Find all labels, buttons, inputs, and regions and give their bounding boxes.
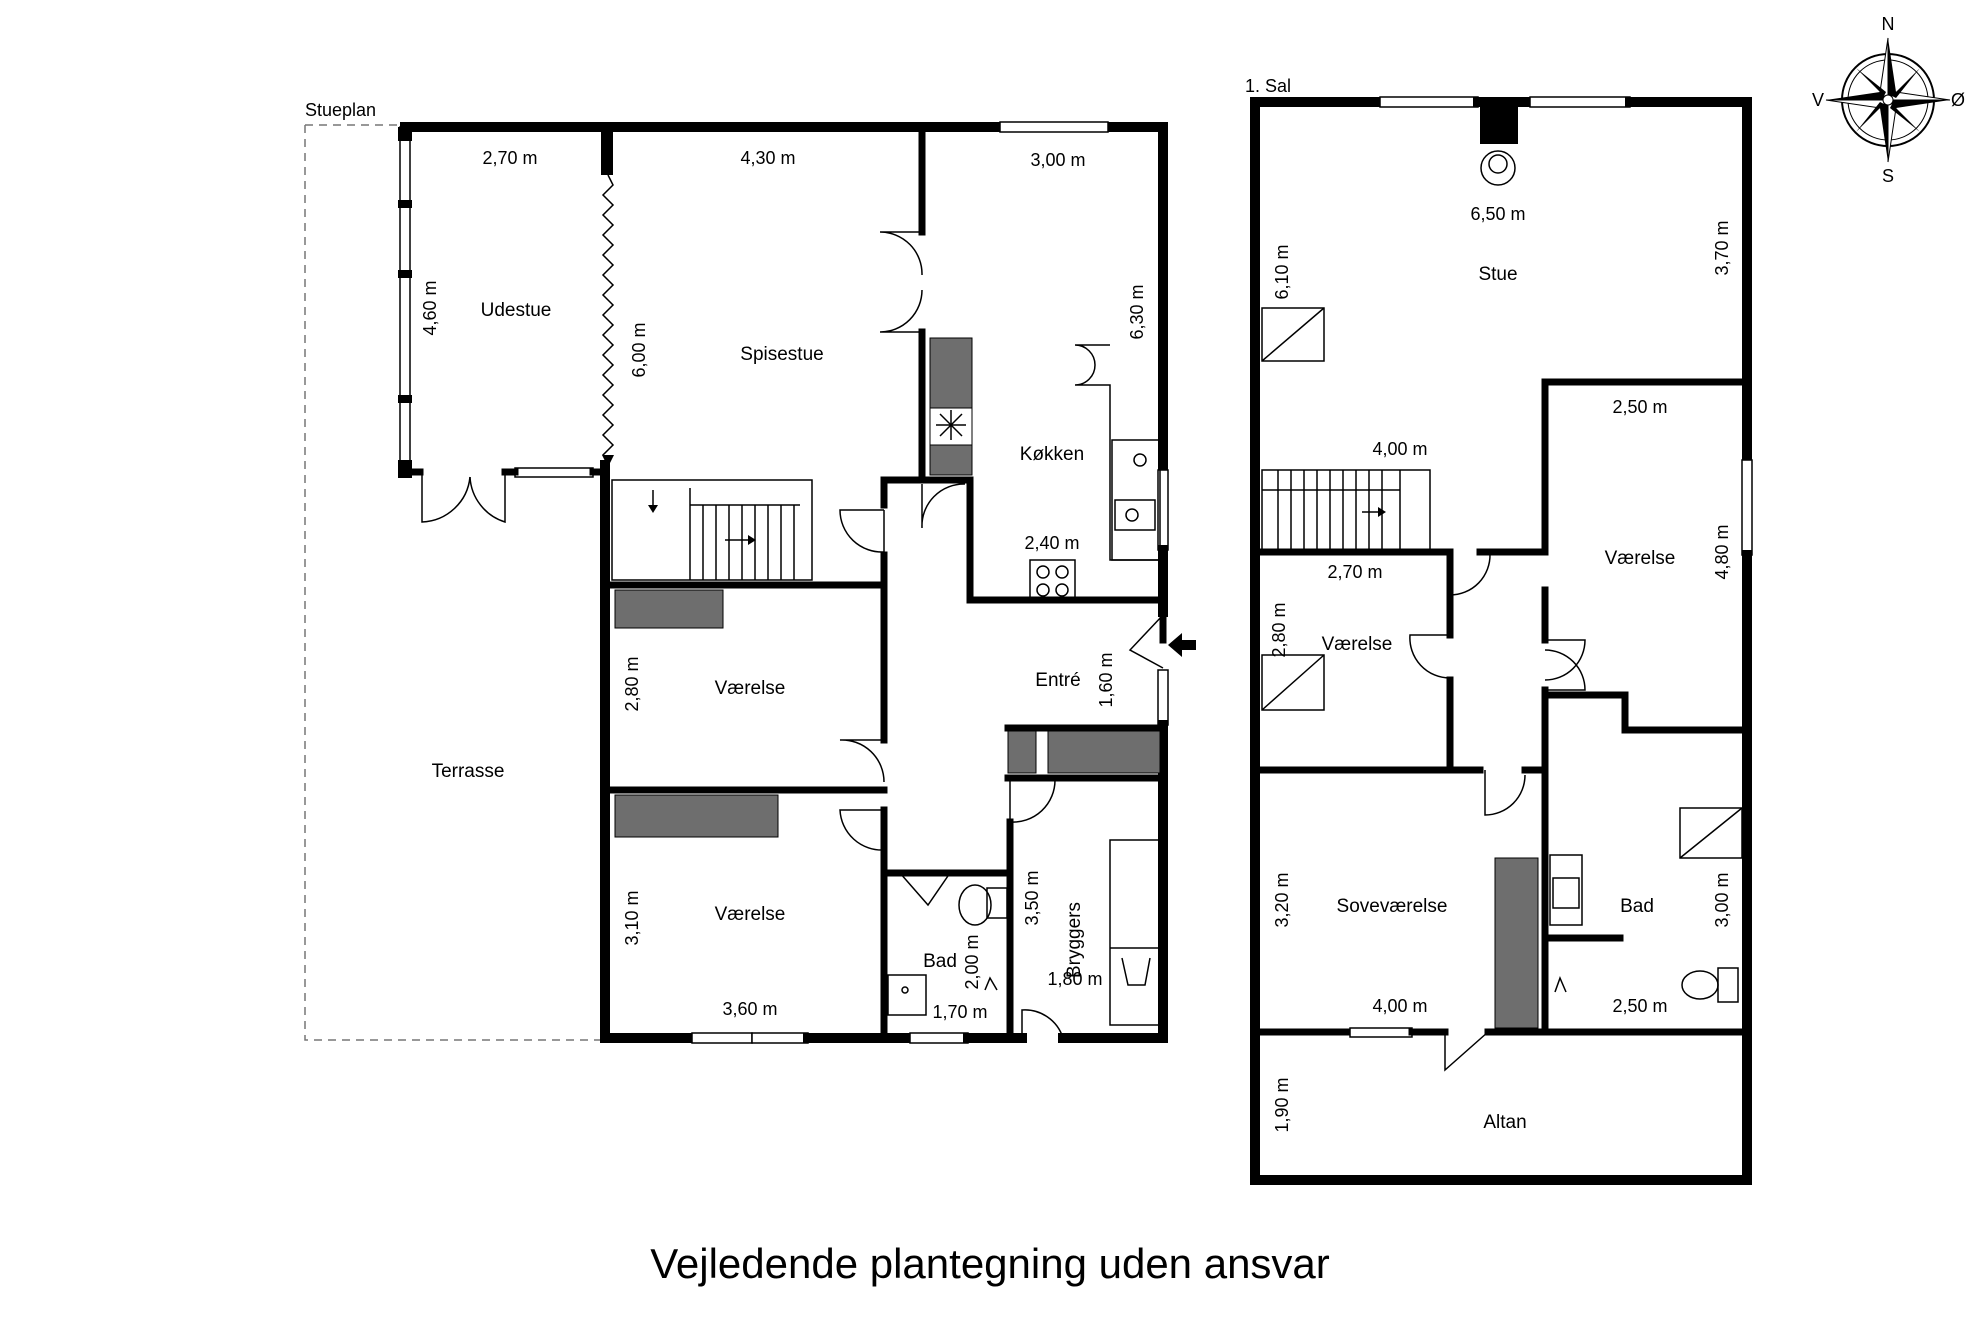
room-vaerelse-first-1: Værelse [1322, 634, 1393, 655]
dim-vaerelse4-height: 4,80 m [1712, 524, 1732, 579]
dim-altan-height: 1,90 m [1272, 1077, 1292, 1132]
ground-floor [304, 121, 1196, 1044]
dim-stue-width: 6,50 m [1470, 204, 1525, 224]
room-vaerelse-ground-1: Værelse [715, 678, 786, 699]
dim-sovevaerelse-height: 3,20 m [1272, 872, 1292, 927]
floor-label-ground: Stueplan [305, 100, 376, 120]
compass-south: S [1882, 166, 1894, 186]
dim-udestue-height: 4,60 m [420, 280, 440, 335]
dim-bad1-width: 1,70 m [932, 1002, 987, 1022]
dim-vaerelse1-height: 2,80 m [622, 656, 642, 711]
floor-label-first: 1. Sal [1245, 76, 1291, 96]
room-sovevaerelse: Soveværelse [1337, 896, 1448, 917]
room-terrasse: Terrasse [432, 761, 505, 782]
dim-kokken-height: 6,30 m [1127, 284, 1147, 339]
room-udestue: Udestue [481, 300, 552, 321]
room-bryggers: Bryggers [1064, 902, 1085, 978]
compass-rose-icon: N S Ø V [1812, 14, 1965, 186]
dim-vaerelse4-width: 2,50 m [1612, 397, 1667, 417]
dim-bryggers-height: 3,50 m [1022, 870, 1042, 925]
compass-north: N [1882, 14, 1895, 34]
dim-stue-height-2: 3,70 m [1712, 220, 1732, 275]
freezer-icon [936, 410, 966, 440]
dim-vaerelse2-height: 3,10 m [622, 890, 642, 945]
dim-bad2-height: 3,00 m [1712, 872, 1732, 927]
room-vaerelse-first-2: Værelse [1605, 548, 1676, 569]
dim-bad1-height: 2,00 m [962, 934, 982, 989]
compass-west: V [1812, 90, 1824, 110]
entrance-arrow-icon [1168, 633, 1196, 657]
room-entre: Entré [1035, 670, 1080, 691]
room-vaerelse-ground-2: Værelse [715, 904, 786, 925]
dim-vaerelse2-width: 3,60 m [722, 999, 777, 1019]
dim-spisestue-height: 6,00 m [629, 322, 649, 377]
dim-kokken-width: 3,00 m [1030, 150, 1085, 170]
dim-vaerelse3-width: 2,70 m [1327, 562, 1382, 582]
dim-bryggers-width: 1,80 m [1047, 969, 1102, 989]
dim-kokken-width-2: 2,40 m [1024, 533, 1079, 553]
dim-bad2-width: 2,50 m [1612, 996, 1667, 1016]
room-kokken: Køkken [1020, 444, 1084, 465]
first-floor [1250, 96, 1753, 1185]
dim-udestue-width: 2,70 m [482, 148, 537, 168]
caption: Vejledende plantegning uden ansvar [650, 1240, 1330, 1287]
room-stue: Stue [1478, 264, 1517, 285]
room-bad-first: Bad [1620, 896, 1654, 917]
room-bad-ground: Bad [923, 951, 957, 972]
dim-stue-height: 6,10 m [1272, 244, 1292, 299]
dim-entre-height: 1,60 m [1096, 652, 1116, 707]
compass-east: Ø [1951, 90, 1965, 110]
terrace-outline [304, 125, 605, 1041]
dim-vaerelse3-height: 2,80 m [1269, 602, 1289, 657]
room-altan: Altan [1483, 1112, 1526, 1133]
dim-stair-width: 4,00 m [1372, 439, 1427, 459]
dim-spisestue-width: 4,30 m [740, 148, 795, 168]
room-spisestue: Spisestue [740, 344, 823, 365]
dim-sovevaerelse-width: 4,00 m [1372, 996, 1427, 1016]
